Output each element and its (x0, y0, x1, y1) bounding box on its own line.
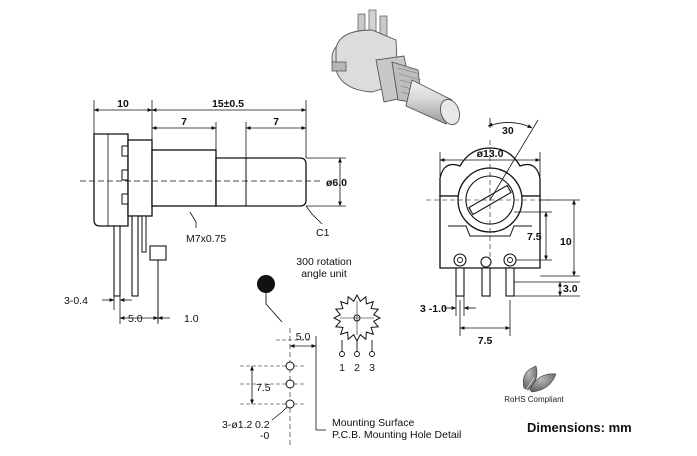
dim-inner-label: 7.5 (527, 231, 542, 243)
angle-label: 30 (502, 125, 514, 137)
pcb-dim-x-label: 5.0 (296, 331, 311, 343)
hole-spec-label: 3-ø1.2 (222, 419, 253, 431)
dim-shaft-length-label: 7 (273, 116, 279, 128)
rotation-label-line2: angle unit (301, 268, 347, 280)
rohs-label: RoHS Compliant (504, 395, 564, 404)
body-diameter-label: ø13.0 (477, 148, 504, 160)
rotation-label-line1: 300 rotation (296, 256, 352, 268)
dim-thread-length-label: 7 (181, 116, 187, 128)
pcb-caption-line1: Mounting Surface (332, 417, 414, 429)
dim-height-label: 10 (560, 236, 572, 248)
pcb-hole-detail (240, 328, 326, 448)
dim-total-label: 15±0.5 (212, 98, 244, 110)
hole-tolerance-bottom: -0 (260, 430, 269, 442)
pin-pitch-label: 7.5 (478, 335, 493, 347)
pin-width-label: 3 -1.0 (420, 303, 447, 315)
front-view (426, 140, 556, 300)
pcb-caption-line2: P.C.B. Mounting Hole Detail (332, 429, 461, 441)
dim-left-label: 10 (117, 98, 129, 110)
front-view-dimensions (439, 118, 580, 336)
product-3d-render (331, 9, 461, 126)
dim-bottom-a-label: 5.0 (128, 313, 143, 325)
side-view (80, 133, 320, 322)
pin-number-3: 3 (369, 362, 375, 374)
hole-tolerance-top: 0.2 (255, 419, 270, 431)
rotation-diagram (257, 275, 382, 357)
rohs-leaf-icon (522, 365, 557, 393)
shaft-diameter-label: ø6.0 (326, 177, 347, 189)
pin-thickness-label: 3-0.4 (64, 295, 88, 307)
pin-length-label: 3.0 (563, 283, 578, 295)
dim-bottom-b-label: 1.0 (184, 313, 199, 325)
rotation-end-dot (257, 275, 275, 293)
pin-number-2: 2 (354, 362, 360, 374)
chamfer-label: C1 (316, 227, 330, 239)
thread-spec-label: M7x0.75 (186, 233, 226, 245)
dimensions-unit-label: Dimensions: mm (527, 420, 632, 435)
pcb-dim-y-label: 7.5 (256, 382, 271, 394)
pin-number-1: 1 (339, 362, 345, 374)
side-view-dimensions (93, 100, 346, 324)
